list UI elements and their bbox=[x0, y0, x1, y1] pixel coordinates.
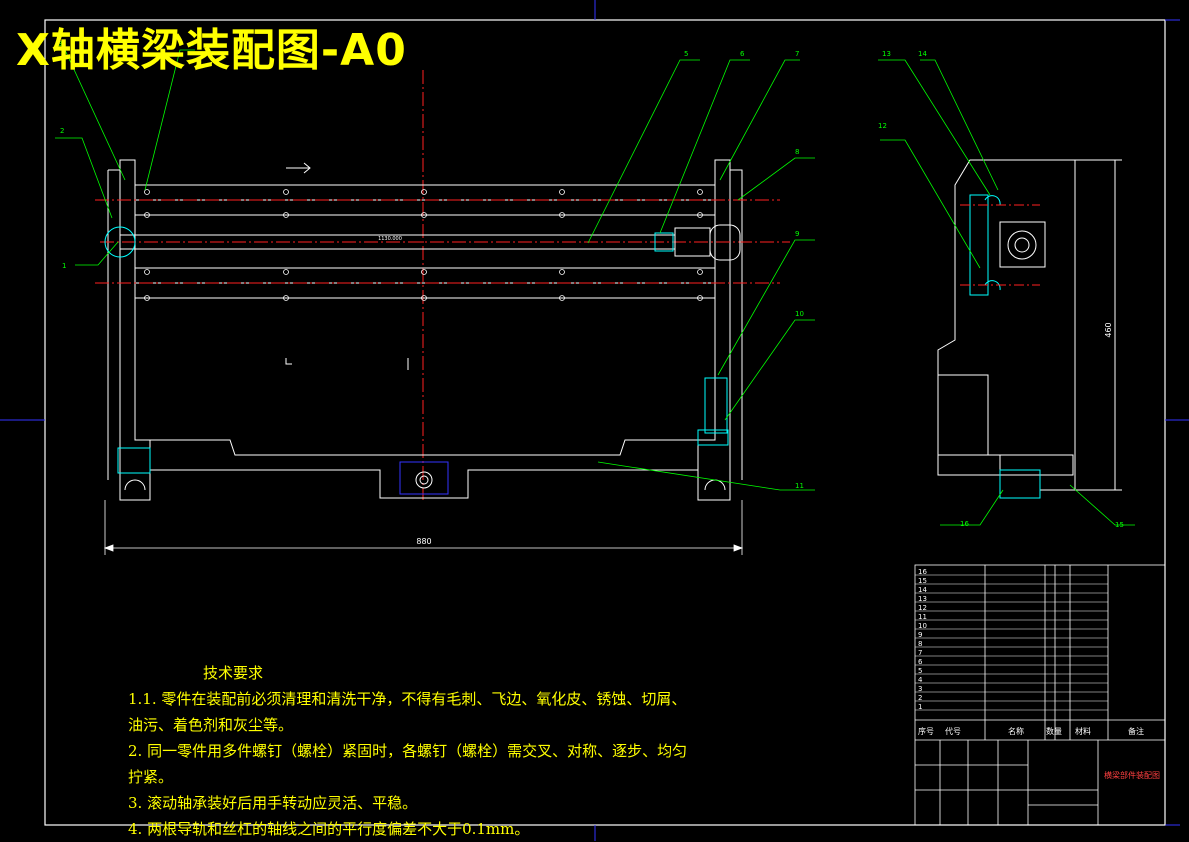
header-material: 材料 bbox=[1075, 726, 1091, 736]
row-num: 5 bbox=[918, 667, 922, 675]
header-name: 名称 bbox=[1008, 726, 1024, 736]
row-num: 16 bbox=[918, 568, 927, 576]
callout-labels: 1 2 3 4 5 6 7 8 9 10 11 12 13 14 15 16 bbox=[58, 40, 1124, 529]
parts-list-rows bbox=[915, 574, 1108, 711]
header-qty: 数量 bbox=[1046, 726, 1062, 736]
side-view bbox=[937, 159, 1122, 499]
row-num: 13 bbox=[918, 595, 927, 603]
tech-line-4: 拧紧。 bbox=[128, 768, 174, 786]
tech-line-2: 油污、着色剂和灰尘等。 bbox=[128, 716, 294, 734]
callout-1: 1 bbox=[62, 262, 66, 270]
row-num: 7 bbox=[918, 649, 922, 657]
length-dimension bbox=[103, 500, 744, 555]
row-num: 15 bbox=[918, 577, 927, 585]
drawing-name: 横梁部件装配图 bbox=[1104, 770, 1160, 780]
callout-10: 10 bbox=[795, 310, 804, 318]
callout-16: 16 bbox=[960, 520, 969, 528]
row-num: 9 bbox=[918, 631, 922, 639]
callout-7: 7 bbox=[795, 50, 799, 58]
tech-heading: 技术要求 bbox=[203, 664, 264, 682]
callout-15: 15 bbox=[1115, 521, 1124, 529]
callout-9: 9 bbox=[795, 230, 799, 238]
title-block bbox=[914, 564, 1166, 826]
callout-11: 11 bbox=[795, 482, 804, 490]
header-code: 代号 bbox=[945, 726, 961, 736]
callout-5: 5 bbox=[684, 50, 688, 58]
callout-13: 13 bbox=[882, 50, 891, 58]
callout-2: 2 bbox=[60, 127, 64, 135]
header-remark: 备注 bbox=[1128, 726, 1144, 736]
row-num: 10 bbox=[918, 622, 927, 630]
row-num: 11 bbox=[918, 613, 927, 621]
callout-12: 12 bbox=[878, 122, 887, 130]
callout-8: 8 bbox=[795, 148, 799, 156]
callout-6: 6 bbox=[740, 50, 745, 58]
tech-line-6: 4. 两根导轨和丝杠的轴线之间的平行度偏差不大于0.1mm。 bbox=[128, 820, 530, 838]
length-dimension-label: 880 bbox=[416, 537, 431, 546]
row-num: 4 bbox=[918, 676, 923, 684]
bolt-holes bbox=[144, 189, 703, 301]
front-view bbox=[95, 70, 790, 501]
row-num: 14 bbox=[918, 586, 927, 594]
drawing-title: X轴横梁装配图-A0 bbox=[16, 25, 407, 76]
callout-14: 14 bbox=[918, 50, 927, 58]
row-num: 2 bbox=[918, 694, 922, 702]
row-num: 12 bbox=[918, 604, 927, 612]
header-seq: 序号 bbox=[918, 726, 934, 736]
tech-line-3: 2. 同一零件用多件螺钉（螺栓）紧固时，各螺钉（螺栓）需交叉、对称、逐步、均匀 bbox=[128, 742, 688, 760]
tech-line-1: 1.1. 零件在装配前必须清理和清洗干净，不得有毛刺、飞边、氧化皮、锈蚀、切屑、 bbox=[128, 690, 687, 708]
shaft-dimension-label: 1130.000 bbox=[378, 236, 402, 242]
height-dimension-label: 460 bbox=[1104, 322, 1113, 337]
tech-line-5: 3. 滚动轴承装好后用手转动应灵活、平稳。 bbox=[128, 794, 418, 812]
row-num: 1 bbox=[918, 703, 922, 711]
leader-lines bbox=[55, 49, 1135, 526]
callout-4: 4 bbox=[190, 40, 195, 48]
title-block-header: 序号 代号 名称 数量 材料 备注 bbox=[918, 726, 1144, 736]
callout-3: 3 bbox=[58, 40, 62, 48]
parts-list-numbers: 16 15 14 13 12 11 10 9 8 7 6 5 4 3 2 1 bbox=[918, 568, 927, 711]
row-num: 6 bbox=[918, 658, 923, 666]
row-num: 8 bbox=[918, 640, 922, 648]
row-num: 3 bbox=[918, 685, 922, 693]
